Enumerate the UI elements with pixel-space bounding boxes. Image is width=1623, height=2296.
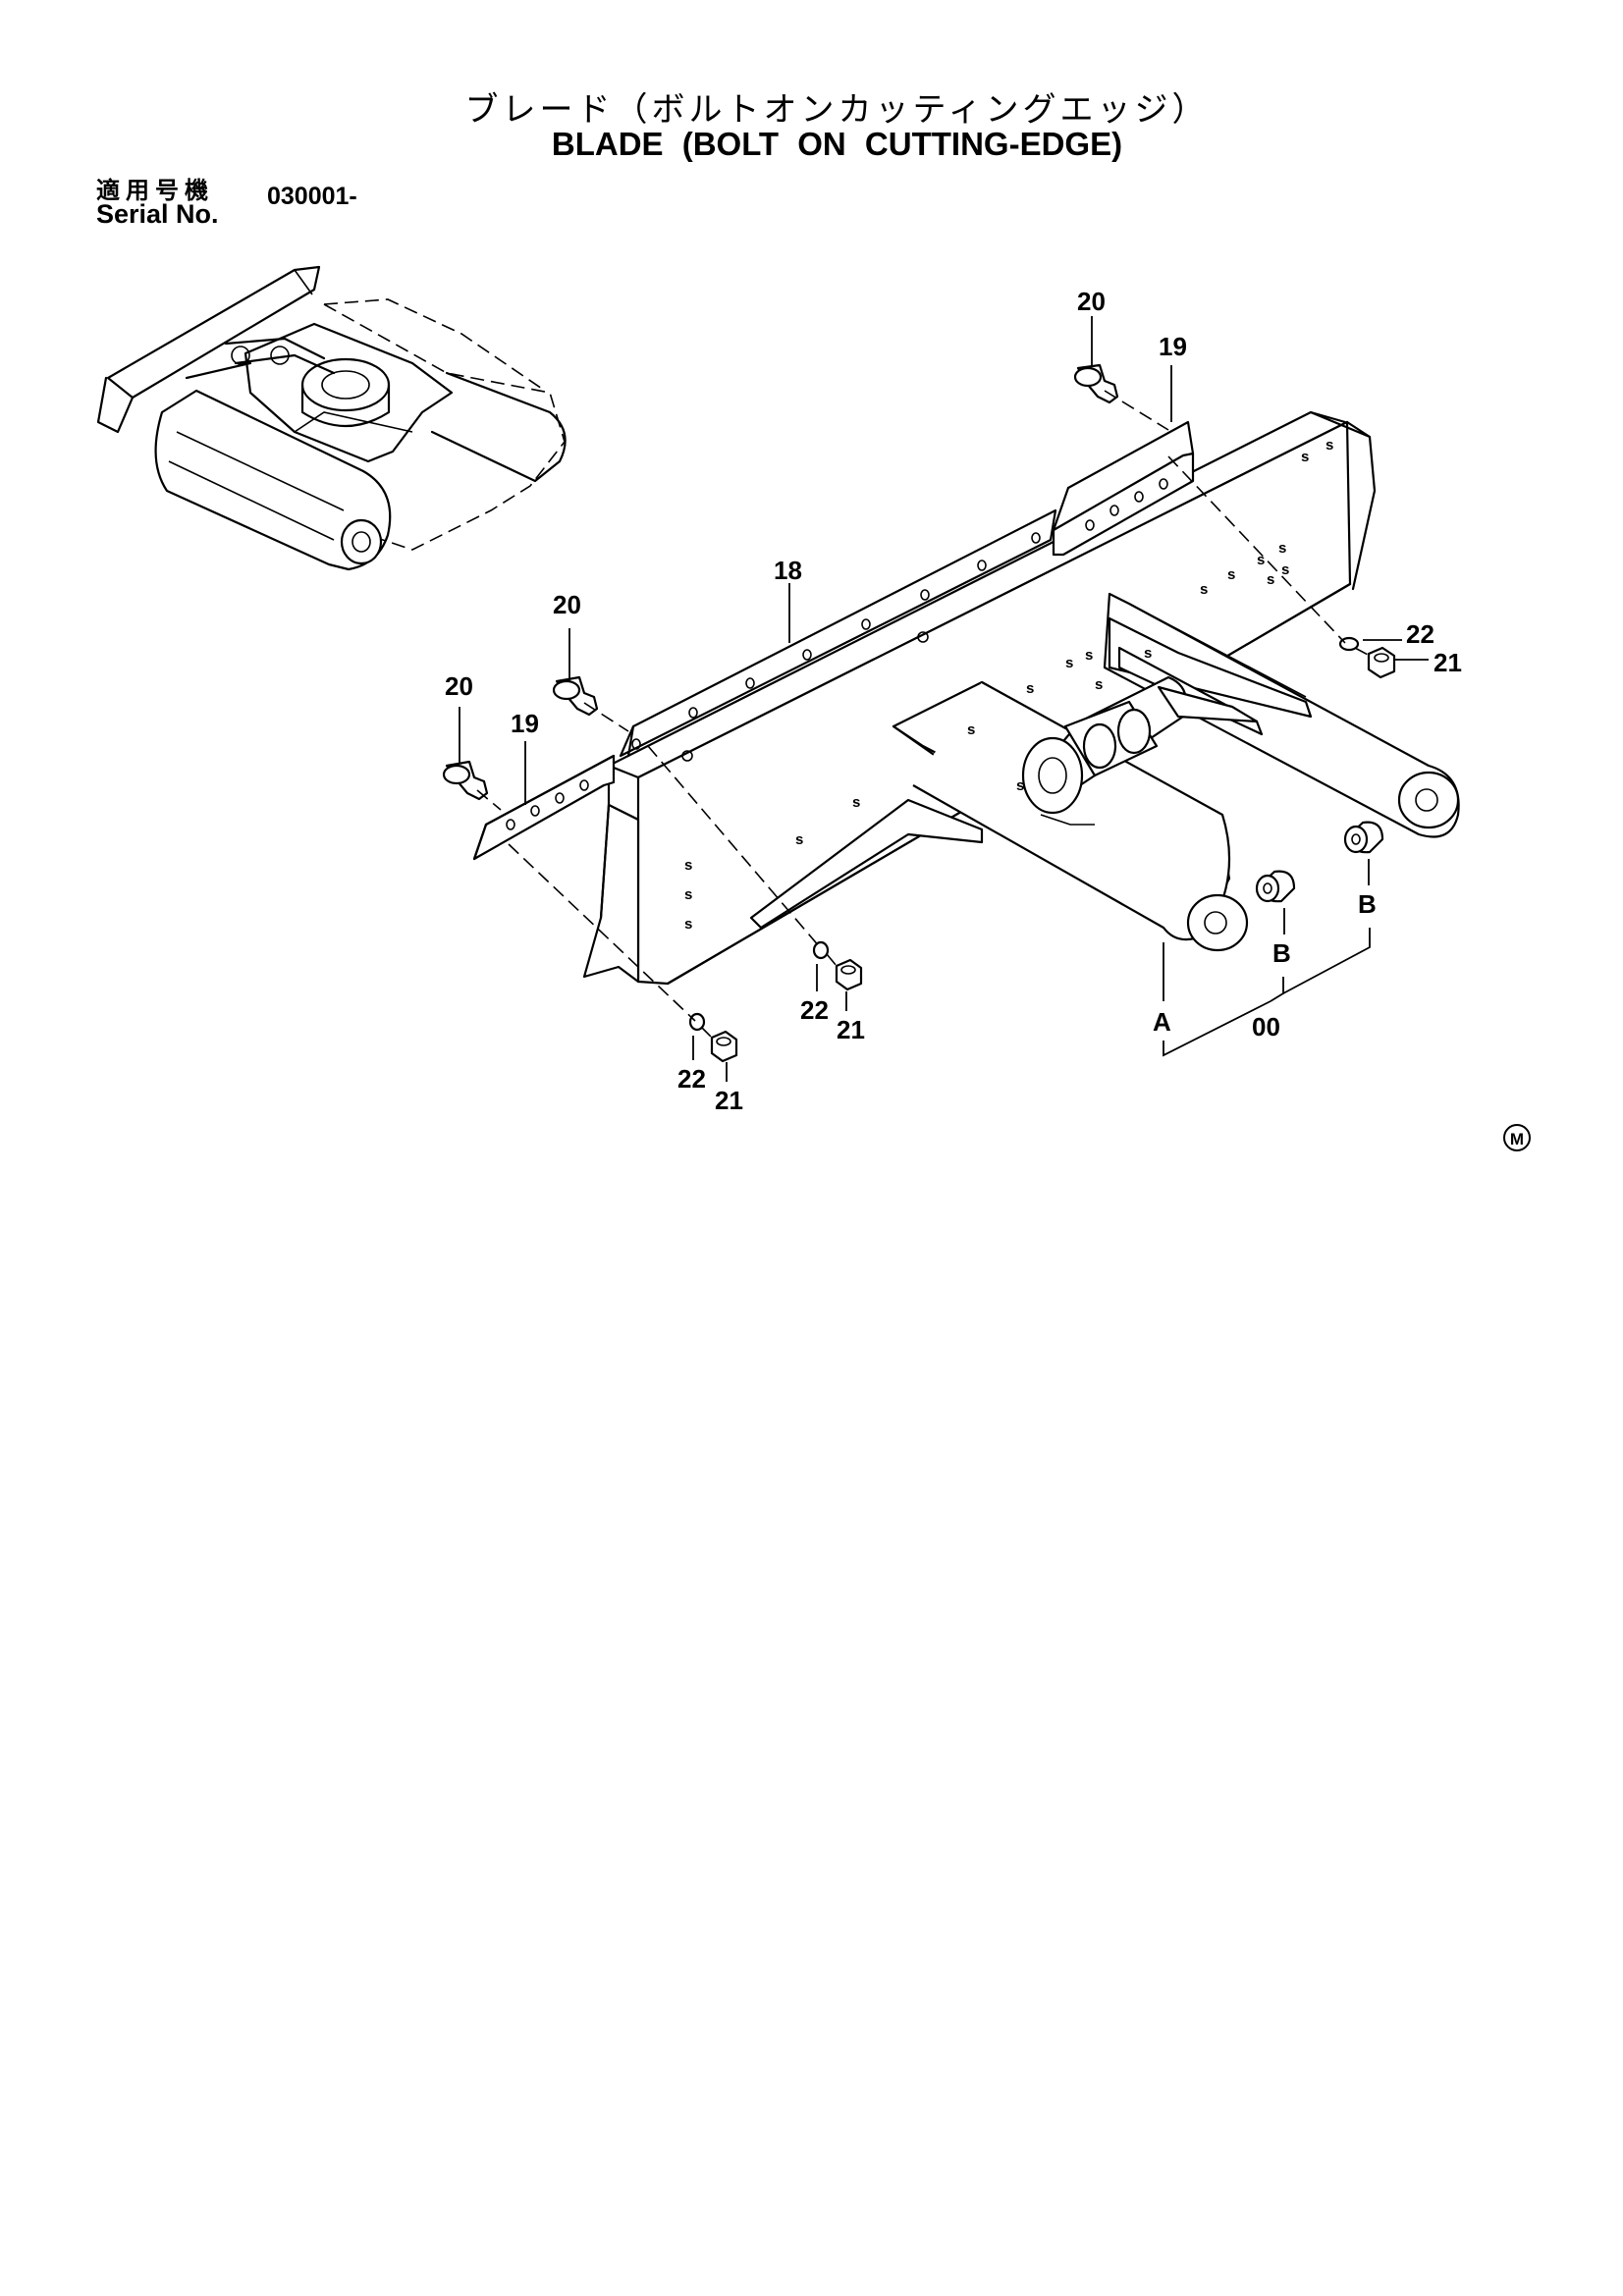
svg-text:s: s (1278, 540, 1286, 557)
title-japanese: ブレード（ボルトオンカッティングエッジ） (464, 90, 1210, 130)
callout-labels: 20 19 18 20 20 19 22 21 22 21 22 21 A B … (445, 287, 1462, 1115)
callout-assembly-00: 00 (1252, 1012, 1280, 1041)
callout-19-top: 19 (1159, 332, 1187, 361)
part-18-center-cutting-edge (619, 508, 1057, 758)
m-mark-badge: M (1503, 1124, 1531, 1151)
svg-text:s: s (795, 831, 803, 848)
svg-text:s: s (967, 721, 975, 738)
callout-ref-a: A (1153, 1007, 1171, 1037)
callout-ref-b-left: B (1272, 938, 1291, 968)
callout-21-bottom-mid: 21 (837, 1015, 865, 1044)
serial-label-english: Serial No. (96, 199, 219, 229)
callout-22-bottom-mid: 22 (800, 995, 829, 1025)
part-21-nut-right (1367, 646, 1396, 679)
callout-20-left: 20 (445, 671, 473, 701)
svg-text:s: s (1301, 449, 1309, 465)
callout-20-top: 20 (1077, 287, 1106, 316)
callout-21-bottom-left: 21 (715, 1086, 743, 1115)
svg-text:s: s (1144, 645, 1152, 662)
part-20-bolt-left (442, 760, 489, 801)
serial-label-japanese: 適用号機 (96, 177, 214, 204)
m-mark-text: M (1510, 1130, 1524, 1148)
svg-text:s: s (684, 886, 692, 903)
svg-text:s: s (1065, 655, 1073, 671)
callout-22-right: 22 (1406, 619, 1434, 649)
part-22-washer-left (688, 1012, 706, 1032)
exploded-parts-diagram: sss sss ss sss s s s ss (96, 265, 1531, 1151)
callout-22-bottom-left: 22 (677, 1064, 706, 1094)
callout-20-mid: 20 (553, 590, 581, 619)
callout-18: 18 (774, 556, 802, 585)
machine-keymap-illustration (96, 265, 567, 571)
svg-text:s: s (1227, 566, 1235, 583)
svg-text:s: s (1026, 680, 1034, 697)
svg-text:s: s (852, 794, 860, 811)
callout-ref-b-right: B (1358, 889, 1377, 919)
svg-text:s: s (1095, 676, 1103, 693)
assembly-lines (476, 390, 1371, 1039)
part-20-bolt-mid (552, 675, 599, 717)
callout-21-right: 21 (1434, 648, 1462, 677)
part-20-bolt-top (1073, 363, 1119, 404)
part-19-end-bit-left (472, 754, 616, 861)
svg-text:s: s (1281, 561, 1289, 578)
svg-text:s: s (1085, 647, 1093, 664)
part-21-nut-mid (835, 958, 863, 991)
part-19-end-bit-right (1052, 420, 1195, 557)
part-22-washer-mid (812, 940, 830, 960)
svg-text:s: s (1257, 552, 1265, 568)
part-21-nut-left (710, 1030, 738, 1063)
svg-text:s: s (684, 857, 692, 874)
svg-text:s: s (1267, 571, 1274, 588)
svg-text:s: s (1016, 777, 1024, 794)
callout-19-left: 19 (511, 709, 539, 738)
title-english: BLADE (BOLT ON CUTTING-EDGE) (551, 126, 1123, 162)
svg-text:s: s (1325, 437, 1333, 454)
svg-text:s: s (684, 916, 692, 933)
part-22-washer-right (1338, 636, 1360, 652)
leader-lines (459, 316, 1429, 1082)
bushing-b-right (1343, 821, 1384, 854)
serial-number-value: 030001- (267, 183, 357, 210)
bushing-b-left (1255, 870, 1296, 903)
svg-text:s: s (1200, 581, 1208, 598)
